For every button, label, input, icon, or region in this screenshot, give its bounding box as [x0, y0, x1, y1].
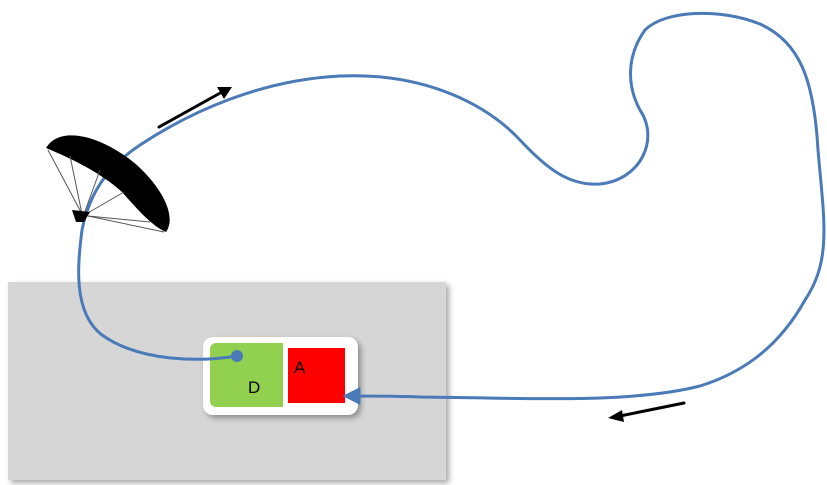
arrow-icon: [608, 401, 686, 422]
flight-path: [77, 11, 826, 406]
direction-arrow-top-shaft: [157, 90, 224, 129]
arrival-zone: [288, 348, 345, 403]
departure-zone: [210, 343, 288, 407]
departure-arrival-box: D A: [203, 337, 358, 415]
paraglider-wing: [46, 135, 170, 232]
direction-arrow-top-head: [217, 87, 232, 99]
direction-arrow-bottom-shaft: [618, 401, 686, 418]
paraglider-pilot: [72, 210, 90, 222]
start-point: [231, 350, 243, 362]
arrival-label: A: [294, 358, 306, 377]
paraglider-lines: [47, 149, 165, 233]
paraglider-icon: [46, 135, 170, 233]
arrow-icon: [157, 87, 232, 129]
direction-arrow-bottom-head: [608, 410, 624, 422]
departure-label: D: [248, 378, 260, 397]
